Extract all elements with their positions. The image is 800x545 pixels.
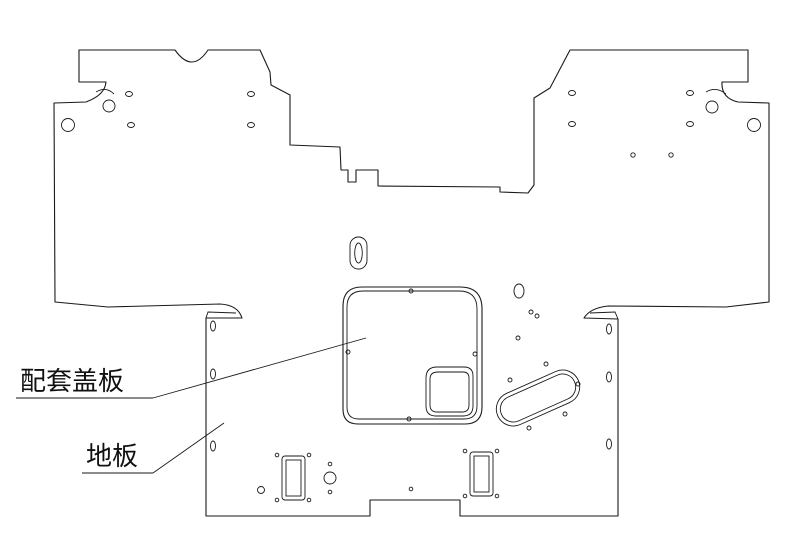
cover-bolt-left xyxy=(345,349,351,355)
left-step-edge xyxy=(205,311,237,319)
bracket-left-bolt-4 xyxy=(306,497,312,503)
cover-plate-label: 配套盖板 xyxy=(20,367,124,397)
hole-boss-bottom xyxy=(327,489,333,495)
slot-floor-left-2 xyxy=(210,368,216,380)
bracket-left-bolt-3 xyxy=(274,497,280,503)
slot-right-2 xyxy=(686,90,694,96)
slot-left-2 xyxy=(247,91,255,97)
bracket-right-bolt-3 xyxy=(462,493,468,499)
bracket-right-inner xyxy=(473,455,490,493)
bracket-left-inner xyxy=(285,459,302,497)
left-flange-notch xyxy=(95,89,115,95)
slot-left-1 xyxy=(125,91,133,97)
slot-floor-right-1 xyxy=(606,323,612,335)
slot-right-4 xyxy=(686,121,694,127)
bracket-left-bolt-1 xyxy=(274,452,280,458)
cover-plate-window-inner xyxy=(429,371,470,413)
slot-floor-right-2 xyxy=(606,371,612,383)
hole-right-large xyxy=(747,118,761,132)
cover-bolt-right xyxy=(472,351,478,357)
cover-bolt-bottom xyxy=(406,416,412,422)
center-slot xyxy=(349,236,368,270)
bracket-left-bolt-2 xyxy=(306,452,312,458)
hole-right-small-1 xyxy=(630,152,636,158)
cover-plate-leader xyxy=(152,337,367,399)
slot-left-4 xyxy=(247,122,255,128)
upper-panel-outline xyxy=(53,49,770,517)
slot-right-1 xyxy=(568,90,576,96)
bracket-right-bolt-2 xyxy=(494,448,500,454)
hole-bottom-left xyxy=(257,486,265,494)
hole-right-oval xyxy=(513,283,525,299)
slot-floor-right-3 xyxy=(606,438,612,450)
floor-plate-label: 地板 xyxy=(86,442,138,472)
slot-left-3 xyxy=(127,122,135,128)
bracket-right-bolt-1 xyxy=(462,448,468,454)
oblong-cutout xyxy=(495,369,581,427)
floor-plate-leader xyxy=(152,422,225,474)
hole-bottom-mid xyxy=(408,486,414,492)
hole-small-a xyxy=(528,309,534,315)
oblong-bolt-5 xyxy=(526,425,532,431)
oblong-bolt-3 xyxy=(507,377,513,383)
cover-plate-outer xyxy=(342,286,483,425)
cover-bolt-top xyxy=(408,288,414,294)
center-slot-inner xyxy=(354,242,363,264)
slot-right-3 xyxy=(568,121,576,127)
hole-left-large xyxy=(61,118,75,132)
hole-left-flange xyxy=(102,99,116,113)
bracket-right-bolt-4 xyxy=(494,493,500,499)
bracket-right-outer xyxy=(469,451,494,497)
cover-plate-window xyxy=(425,366,474,417)
hole-right-small-2 xyxy=(668,152,674,158)
right-flange-notch xyxy=(705,89,727,95)
cover-plate-inner xyxy=(346,290,478,420)
oblong-bolt-1 xyxy=(543,361,549,367)
slot-floor-left-3 xyxy=(210,440,216,452)
hole-small-c xyxy=(515,335,521,341)
hole-round-boss xyxy=(323,471,337,485)
hole-small-b xyxy=(534,313,540,319)
oblong-bolt-4 xyxy=(562,411,568,417)
right-step-edge xyxy=(589,311,619,320)
hole-right-flange xyxy=(705,100,719,114)
hole-boss-top xyxy=(327,461,333,467)
bracket-left-outer xyxy=(281,455,306,501)
slot-floor-left-1 xyxy=(210,320,216,332)
oblong-bolt-2 xyxy=(575,381,581,387)
